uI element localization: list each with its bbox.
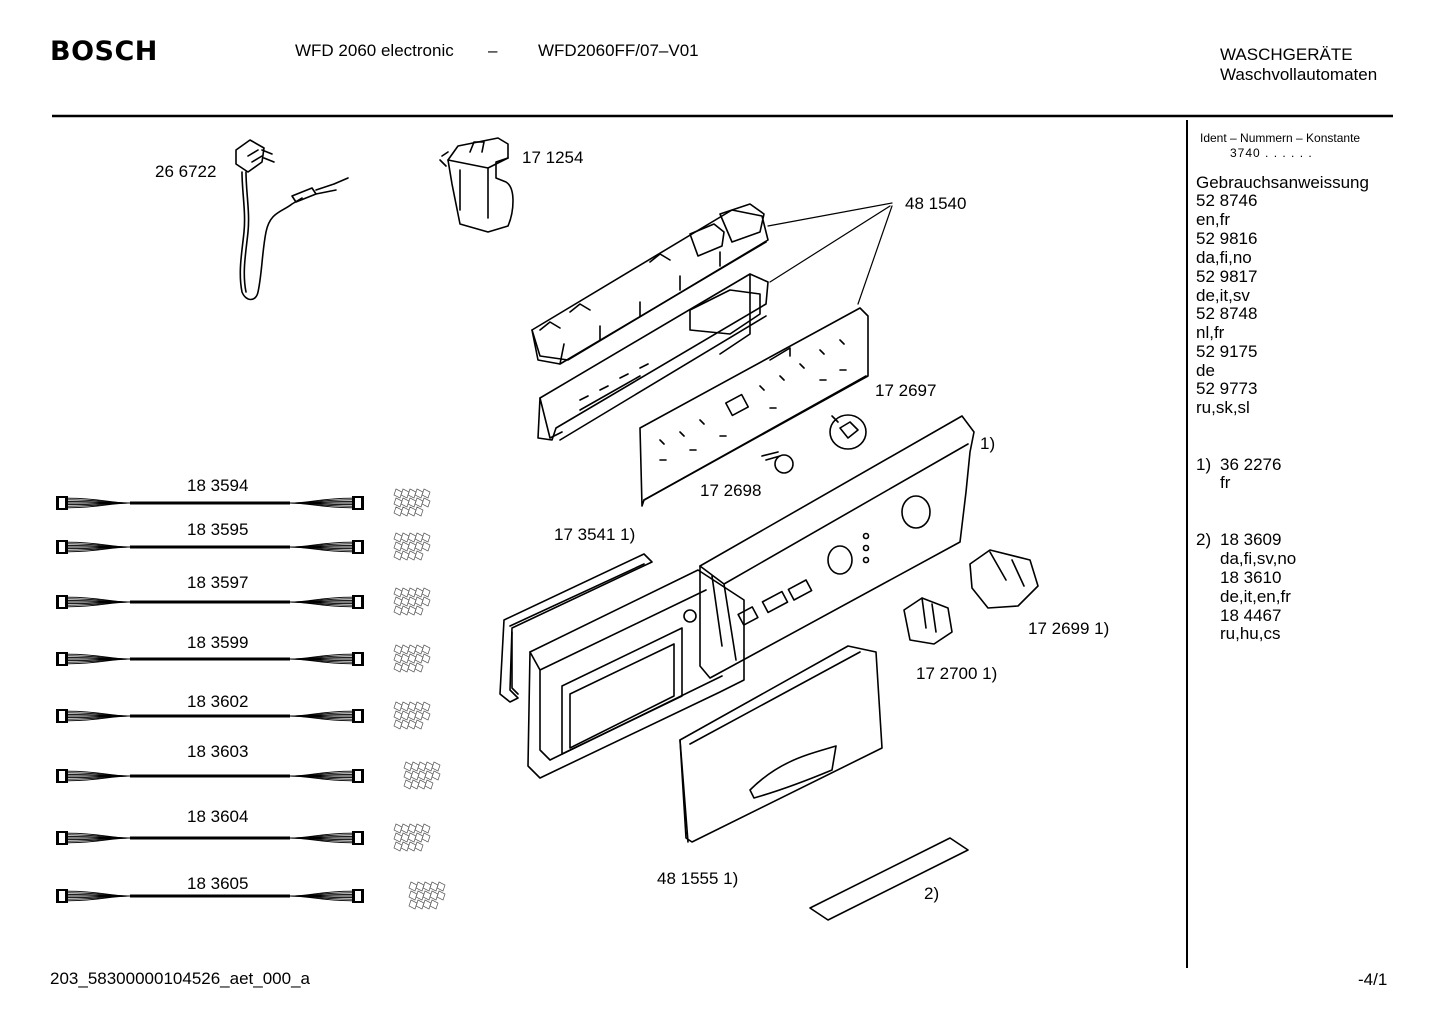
drawer-drawing xyxy=(679,645,883,843)
filter-label: 17 1254 xyxy=(522,148,584,167)
harness-label: 18 3594 xyxy=(187,476,249,495)
manual-number: 52 9175 xyxy=(1196,342,1258,361)
note2-line: da,fi,sv,no xyxy=(1220,549,1297,568)
manual-number: 52 9817 xyxy=(1196,267,1258,286)
note1-langs: fr xyxy=(1220,473,1231,492)
wire-harness xyxy=(56,488,431,517)
large-knob-drawing xyxy=(969,549,1039,609)
note1-marker: 1) xyxy=(1196,455,1212,474)
note2-line: 18 4467 xyxy=(1220,606,1282,625)
model-name: WFD 2060 electronic xyxy=(295,41,454,60)
wire-harness xyxy=(56,823,431,852)
harness-label: 18 3595 xyxy=(187,520,249,539)
model-code: WFD2060FF/07–V01 xyxy=(538,41,699,60)
manual-langs: ru,sk,sl xyxy=(1196,398,1250,417)
wire-harness xyxy=(56,532,431,561)
leader-lines xyxy=(767,202,893,305)
ident-value: 3740 . . . . . . xyxy=(1230,146,1313,160)
note2-marker: 2) xyxy=(1196,530,1212,549)
manual-number: 52 8746 xyxy=(1196,191,1258,210)
manual-number: 52 9816 xyxy=(1196,229,1258,248)
note2-line: 18 3610 xyxy=(1220,568,1282,587)
harness-label: 18 3603 xyxy=(187,742,249,761)
wire-harness xyxy=(56,701,431,730)
harness-label: 18 3602 xyxy=(187,692,249,711)
small-knob-label: 17 2697 xyxy=(875,381,937,400)
harness-label: 18 3604 xyxy=(187,807,249,826)
module-label: 48 1540 xyxy=(905,194,967,213)
strip-drawing xyxy=(809,837,969,921)
category-title: WASCHGERÄTE xyxy=(1220,45,1353,64)
page-number: -4/1 xyxy=(1358,970,1388,989)
wire-harness xyxy=(56,644,431,673)
filter-drawing xyxy=(439,137,514,233)
shaft-drawing xyxy=(761,451,794,474)
wire-harness xyxy=(56,881,446,910)
shaft-label: 17 2698 xyxy=(700,481,762,500)
control-panel-drawing xyxy=(699,415,975,679)
facia-frame-drawing xyxy=(527,569,745,779)
panel-marker: 1) xyxy=(980,434,996,453)
manual-langs: de xyxy=(1196,361,1215,380)
manual-langs: nl,fr xyxy=(1196,323,1225,342)
manual-number: 52 8748 xyxy=(1196,304,1258,323)
power-cord-drawing xyxy=(235,139,349,301)
harness-label: 18 3597 xyxy=(187,573,249,592)
medium-knob-label: 17 2700 1) xyxy=(916,664,998,683)
note2-line: ru,hu,cs xyxy=(1220,624,1281,643)
drawer-label: 48 1555 1) xyxy=(657,869,739,888)
manual-langs: en,fr xyxy=(1196,210,1231,229)
harness-label: 18 3605 xyxy=(187,874,249,893)
medium-knob-drawing xyxy=(903,597,953,645)
upper-module-drawing xyxy=(531,203,769,365)
large-knob-label: 17 2699 1) xyxy=(1028,619,1110,638)
lower-module-drawing xyxy=(537,273,769,441)
power-cord-label: 26 6722 xyxy=(155,162,217,181)
ident-title: Ident – Nummern – Konstante xyxy=(1200,131,1361,145)
category-subtitle: Waschvollautomaten xyxy=(1220,65,1378,84)
note2-line: 18 3609 xyxy=(1220,530,1282,549)
manual-langs: da,fi,no xyxy=(1196,248,1252,267)
seal-drawing xyxy=(499,553,653,703)
small-knob-drawing xyxy=(829,414,867,450)
note1-number: 36 2276 xyxy=(1220,455,1282,474)
manual-title: Gebrauchsanweissung xyxy=(1196,173,1369,192)
harness-label: 18 3599 xyxy=(187,633,249,652)
strip-marker: 2) xyxy=(924,884,940,903)
brand-logo: BOSCH xyxy=(50,36,158,67)
wire-harness xyxy=(56,587,431,616)
doc-id: 203_58300000104526_aet_000_a xyxy=(50,969,310,988)
seal-label: 17 3541 1) xyxy=(554,525,636,544)
wire-harness xyxy=(56,761,441,790)
circuit-board-drawing xyxy=(639,307,869,507)
manual-langs: de,it,sv xyxy=(1196,286,1250,305)
note2-line: de,it,en,fr xyxy=(1220,587,1291,606)
model-separator: – xyxy=(488,41,498,60)
manual-number: 52 9773 xyxy=(1196,379,1258,398)
